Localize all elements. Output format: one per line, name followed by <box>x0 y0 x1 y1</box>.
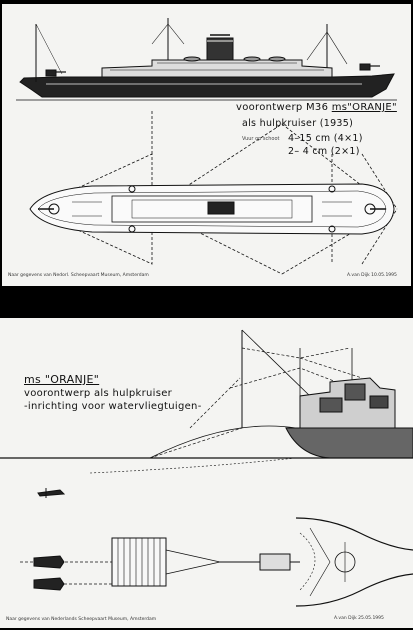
gun-label: Vuur op schoot <box>242 136 280 142</box>
drawing-title-line2: voorontwerp als hulpkruiser <box>24 388 173 399</box>
armament-line2: 2– 4 cm (2×1) <box>288 146 360 157</box>
drawing-title-line3: -inrichting voor watervliegtuigen- <box>24 401 202 412</box>
source-credit: Naar gegevens van Nedorl. Scheepvaart Mu… <box>8 273 149 278</box>
drafter-signature: A.van Dijk 25.05.1995 <box>334 616 384 621</box>
stern-plan-detail <box>20 517 413 607</box>
landing-mat <box>111 537 167 587</box>
drawing-title-line1: voorontwerp M36 ms"ORANJE" <box>236 103 397 113</box>
drawing-title-line1: ms "ORANJE" <box>24 373 100 386</box>
title-prefix: voorontwerp M36 <box>236 102 329 113</box>
source-credit: Naar gegevens van Nederlands Scheepvaart… <box>6 617 157 622</box>
top-drawing-sheet: voorontwerp M36 ms"ORANJE" als hulpkruis… <box>2 4 411 286</box>
stern-side-detail <box>0 329 413 498</box>
drawing-title-line2: als hulpkruiser (1935) <box>242 118 354 129</box>
ship-side-and-plan-view-drawing <box>16 18 398 275</box>
ship-plan-view <box>29 183 395 235</box>
seaplane-installation-drawing <box>0 329 413 607</box>
title-ship-name: ms"ORANJE" <box>331 102 397 113</box>
bottom-drawing-sheet: ms "ORANJE" voorontwerp als hulpkruiser … <box>0 318 413 628</box>
ship-side-profile <box>16 18 397 101</box>
drafter-signature: A.van Dijk 10.05.1995 <box>347 273 397 278</box>
armament-line1: 4–15 cm (4×1) <box>288 133 363 144</box>
